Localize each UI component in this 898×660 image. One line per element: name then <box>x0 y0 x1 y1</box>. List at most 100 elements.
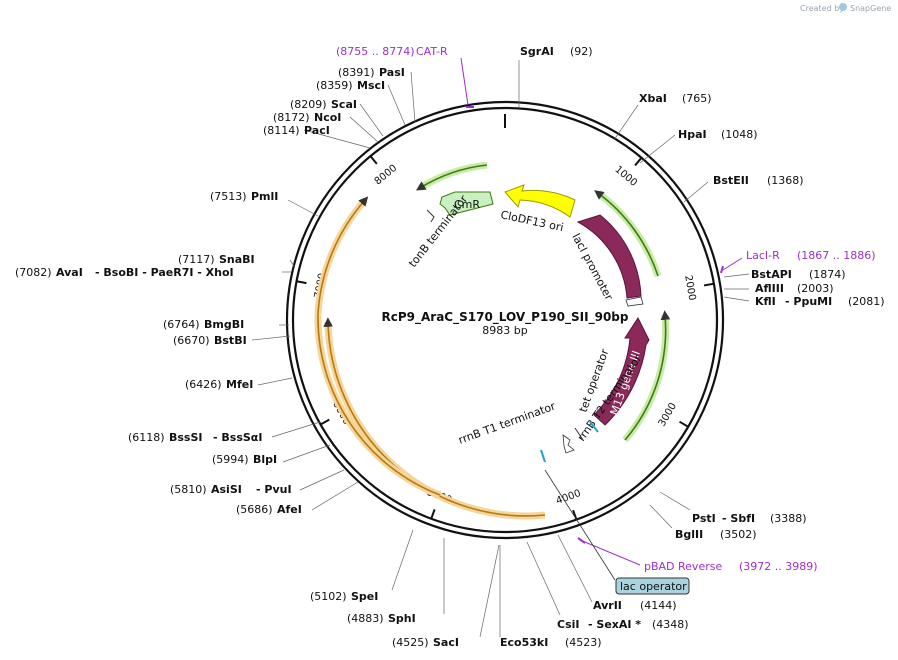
site-saci: (4525) SacI <box>392 636 459 649</box>
svg-text:(2003): (2003) <box>797 282 834 295</box>
feature-arcs <box>314 161 671 520</box>
svg-text:SacI: SacI <box>433 636 459 649</box>
snapgene-brand: Created by SnapGene <box>800 3 891 13</box>
feature-clodf13-label: CloDF13 ori <box>499 208 564 234</box>
feature-cmr[interactable]: CmR <box>439 191 494 216</box>
ring-tick-label: 3000 <box>657 401 679 429</box>
svg-text:(8209): (8209) <box>290 98 327 111</box>
primer-pbad-reverse[interactable]: pBAD Reverse (3972 .. 3989) <box>577 537 818 573</box>
site-bstbi: (6670) BstBI <box>173 334 247 347</box>
site-ncoi: (8172)NcoI <box>273 111 341 124</box>
primer-cat-r[interactable]: (8755 .. 8774) CAT-R <box>336 45 474 108</box>
svg-text:(5686): (5686) <box>236 503 273 516</box>
svg-text:(3502): (3502) <box>720 528 757 541</box>
orf-arc-top-left <box>418 161 488 191</box>
lac-operator-label: lac operator <box>620 580 687 593</box>
feature-clodf13-ori[interactable] <box>504 184 576 218</box>
site-scai: (8209) ScaI <box>290 98 357 111</box>
svg-text:(4525): (4525) <box>392 636 429 649</box>
plasmid-name: RcP9_AraC_S170_LOV_P190_SII_90bp <box>382 310 629 325</box>
backbone-ring <box>285 100 725 540</box>
svg-text:- SbfI: - SbfI <box>722 512 755 525</box>
ring-tick-mark <box>430 509 436 520</box>
svg-text:SnaBI: SnaBI <box>219 253 255 266</box>
svg-text:SgrAI: SgrAI <box>520 45 554 58</box>
ring-tick-mark <box>369 155 378 165</box>
svg-text:PacI: PacI <box>304 124 330 137</box>
site-bstapi: BstAPI (1874) <box>751 268 846 281</box>
ring-tick-mark <box>320 418 330 426</box>
site-csii: CsiI- SexAI *(4348) <box>557 618 689 631</box>
svg-text:(4523): (4523) <box>565 636 602 649</box>
site-kfli: KflI - PpuMI (2081) <box>755 295 885 308</box>
operator-mark-icon <box>589 421 599 433</box>
svg-text:NcoI: NcoI <box>314 111 341 124</box>
site-spei: (5102)SpeI <box>310 590 378 603</box>
ring-tick-label: 2000 <box>682 274 697 301</box>
svg-text:HpaI: HpaI <box>678 128 707 141</box>
svg-text:CsiI: CsiI <box>557 618 579 631</box>
site-avai: (7082)AvaI- BsoBI - PaeR7I - XhoI <box>15 266 234 279</box>
svg-text:(1874): (1874) <box>809 268 846 281</box>
svg-text:XbaI: XbaI <box>639 92 667 105</box>
svg-text:PasI: PasI <box>379 66 405 79</box>
plasmid-length: 8983 bp <box>482 324 527 337</box>
svg-text:AflIII: AflIII <box>755 282 784 295</box>
svg-text:KflI: KflI <box>755 295 776 308</box>
primer-laci-r-name: LacI-R <box>746 249 780 262</box>
svg-text:SpeI: SpeI <box>351 590 378 603</box>
site-sgrai: SgrAI (92) <box>520 45 593 58</box>
site-pasi: (8391)PasI <box>338 66 405 79</box>
feature-cmr-label: CmR <box>454 198 480 211</box>
feature-tonb-label: tonB terminator <box>406 193 470 270</box>
svg-text:(6670): (6670) <box>173 334 210 347</box>
svg-text:BglII: BglII <box>675 528 703 541</box>
svg-text:PmlI: PmlI <box>251 190 278 203</box>
svg-text:(8359): (8359) <box>316 79 353 92</box>
svg-text:(4883): (4883) <box>347 612 384 625</box>
feature-laci[interactable]: lacI <box>576 214 642 299</box>
primer-cat-r-name: CAT-R <box>416 45 448 58</box>
ring-tick-label: 1000 <box>612 164 639 189</box>
svg-text:ScaI: ScaI <box>331 98 357 111</box>
site-bmgbi: (6764)BmgBI <box>163 318 244 331</box>
ring-tick-mark <box>296 280 307 285</box>
svg-text:AvrII: AvrII <box>593 599 622 612</box>
primer-laci-r[interactable]: LacI-R (1867 .. 1886) <box>720 249 876 274</box>
svg-text:(7117): (7117) <box>178 253 215 266</box>
site-bsssi: (6118)BssSI- BssSαI <box>128 431 262 444</box>
svg-text:- SexAI *: - SexAI * <box>588 618 641 631</box>
brand-name: SnapGene <box>850 4 891 13</box>
terminator-icon <box>426 209 435 223</box>
svg-text:SphI: SphI <box>388 612 416 625</box>
svg-text:(92): (92) <box>570 45 593 58</box>
site-msci: (8359)MscI <box>316 79 385 92</box>
svg-text:- PvuI: - PvuI <box>256 483 292 496</box>
svg-text:BstEII: BstEII <box>713 174 749 187</box>
site-bsteii: BstEII(1368) <box>713 174 804 187</box>
svg-text:- PpuMI: - PpuMI <box>785 295 832 308</box>
terminator-icon <box>562 434 575 454</box>
svg-text:MfeI: MfeI <box>226 378 253 391</box>
site-eco53ki: Eco53kI(4523) <box>500 636 602 649</box>
feature-rrnb-t1-label: rrnB T1 terminator <box>457 399 558 446</box>
svg-text:BstBI: BstBI <box>214 334 247 347</box>
primer-cat-r-range: (8755 .. 8774) <box>336 45 415 58</box>
svg-text:BstAPI: BstAPI <box>751 268 792 281</box>
site-xbai: XbaI(765) <box>639 92 712 105</box>
ring-tick-label: 8000 <box>373 163 400 188</box>
svg-text:(5810): (5810) <box>170 483 207 496</box>
svg-text:(8114): (8114) <box>263 124 300 137</box>
primer-pbad-reverse-name: pBAD Reverse <box>644 560 722 573</box>
site-sphi: (4883) SphI <box>347 612 416 625</box>
site-leader-lines <box>251 60 750 638</box>
site-afei: (5686)AfeI <box>236 503 302 516</box>
svg-text:(7513): (7513) <box>210 190 247 203</box>
feature-lac-operator[interactable]: lac operator <box>544 469 690 595</box>
ring-tick-label: 4000 <box>555 488 583 507</box>
svg-text:(6118): (6118) <box>128 431 165 444</box>
svg-text:(2081): (2081) <box>848 295 885 308</box>
site-afliii: AflIII (2003) <box>755 282 834 295</box>
svg-text:BlpI: BlpI <box>253 453 277 466</box>
svg-text:(6426): (6426) <box>185 378 222 391</box>
